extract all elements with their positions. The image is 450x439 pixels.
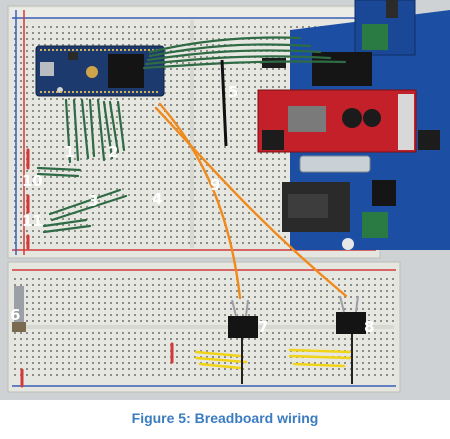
lower-breadboard <box>7 261 401 393</box>
label-10: 10 <box>22 172 43 190</box>
label-2: 2 <box>108 143 118 161</box>
sensor-chip-7 <box>228 299 258 384</box>
label-7: 7 <box>258 318 268 336</box>
orange-wires <box>154 102 348 300</box>
breadboard-photo: 1 2 3 4 5 6 7 8 9 10 11 <box>0 0 450 400</box>
label-5: 5 <box>228 83 238 101</box>
label-8: 8 <box>364 318 374 336</box>
motor-driver-shield <box>257 0 450 250</box>
red-jumpers <box>20 148 174 388</box>
callout-labels: 1 2 3 4 5 6 7 8 9 10 11 <box>10 83 374 336</box>
label-1: 1 <box>64 143 74 161</box>
figure-caption: Figure 5: Breadboard wiring <box>131 410 319 426</box>
sensor-chip-8 <box>336 295 366 384</box>
green-wires <box>36 36 347 234</box>
label-3: 3 <box>88 192 98 210</box>
black-wire <box>220 59 228 147</box>
label-4: 4 <box>152 190 162 208</box>
label-11: 11 <box>22 212 43 230</box>
microcontroller-board <box>35 45 165 97</box>
label-9: 9 <box>210 176 220 194</box>
potentiometer <box>12 286 26 332</box>
label-6: 6 <box>10 306 20 324</box>
yellow-wires <box>194 348 352 370</box>
